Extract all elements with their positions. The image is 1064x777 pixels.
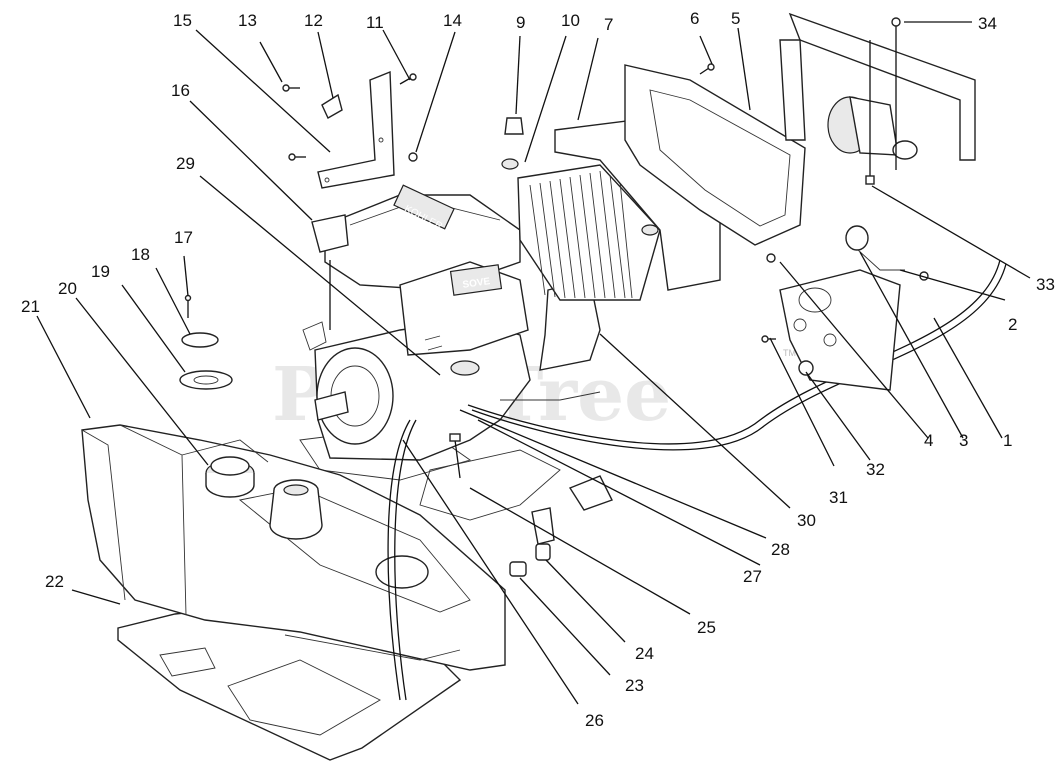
filler-neck bbox=[269, 479, 323, 540]
bracket-screw-13 bbox=[282, 84, 300, 92]
engine bbox=[302, 184, 531, 461]
callout-34: 34 bbox=[978, 14, 997, 33]
leader-lines bbox=[36, 21, 1031, 705]
callout-26: 26 bbox=[585, 711, 604, 730]
panel-screw bbox=[699, 63, 715, 75]
throttle-cable bbox=[467, 259, 1001, 445]
control-knob-32 bbox=[798, 360, 814, 376]
callout-28: 28 bbox=[771, 540, 790, 559]
callout-14: 14 bbox=[443, 11, 462, 30]
callout-18: 18 bbox=[131, 245, 150, 264]
callout-3: 3 bbox=[959, 431, 968, 450]
callout-19: 19 bbox=[91, 262, 110, 281]
callout-16: 16 bbox=[171, 81, 190, 100]
nut-4 bbox=[766, 253, 776, 263]
starter-bolt-34 bbox=[891, 17, 901, 170]
cooler-fitting bbox=[504, 117, 524, 135]
fuel-hose bbox=[387, 419, 411, 701]
callout-21: 21 bbox=[21, 297, 40, 316]
callout-labels: 1 2 3 4 5 6 7 9 10 11 12 13 14 15 16 17 … bbox=[21, 9, 1055, 730]
callout-29: 29 bbox=[176, 154, 195, 173]
hose-fitting-25 bbox=[531, 507, 555, 545]
bracket-clamp bbox=[321, 93, 343, 119]
filler-cap bbox=[205, 456, 255, 498]
callout-2: 2 bbox=[1008, 315, 1017, 334]
chassis-rail bbox=[779, 12, 976, 161]
fuel-hose-edge bbox=[394, 419, 417, 701]
callout-24: 24 bbox=[635, 644, 654, 663]
fuel-gauge-plate bbox=[181, 332, 219, 348]
bracket-screw-15 bbox=[288, 153, 306, 161]
starter-bolt-33 bbox=[865, 40, 875, 185]
callout-9: 9 bbox=[516, 13, 525, 32]
bracket-screw-11 bbox=[399, 73, 417, 85]
callout-7: 7 bbox=[604, 15, 613, 34]
fuel-gauge-screw bbox=[184, 294, 192, 318]
hose-fitting-23 bbox=[509, 561, 527, 577]
callout-6: 6 bbox=[690, 9, 699, 28]
oil-cooler bbox=[501, 158, 661, 301]
lift-bracket bbox=[311, 214, 349, 253]
hose-fitting-27 bbox=[568, 475, 613, 511]
callout-25: 25 bbox=[697, 618, 716, 637]
callout-11: 11 bbox=[366, 13, 384, 32]
callout-32: 32 bbox=[866, 460, 885, 479]
callout-1: 1 bbox=[1003, 431, 1012, 450]
starter-motor bbox=[827, 96, 918, 160]
throttle-cable-edge bbox=[471, 263, 1007, 451]
callout-20: 20 bbox=[58, 279, 77, 298]
bolt-28 bbox=[449, 433, 461, 479]
watermark-tm: TM bbox=[783, 348, 796, 358]
callout-23: 23 bbox=[625, 676, 644, 695]
panel-frame bbox=[624, 64, 806, 246]
control-plate bbox=[779, 269, 901, 391]
callout-27: 27 bbox=[743, 567, 762, 586]
bracket-nut-14 bbox=[408, 152, 418, 162]
callout-10: 10 bbox=[561, 11, 580, 30]
callout-17: 17 bbox=[174, 228, 193, 247]
fuel-tank bbox=[81, 424, 506, 671]
callout-15: 15 bbox=[173, 11, 192, 30]
callout-12: 12 bbox=[304, 11, 323, 30]
fuel-gauge-gasket bbox=[179, 370, 233, 390]
callout-33: 33 bbox=[1036, 275, 1055, 294]
hose-fitting-24 bbox=[535, 543, 551, 561]
callout-30: 30 bbox=[797, 511, 816, 530]
callout-4: 4 bbox=[924, 431, 933, 450]
engine-bracket bbox=[317, 70, 395, 189]
callout-5: 5 bbox=[731, 9, 740, 28]
callout-13: 13 bbox=[238, 11, 257, 30]
control-knob bbox=[845, 225, 905, 271]
callout-22: 22 bbox=[45, 572, 64, 591]
screw-31 bbox=[761, 335, 776, 343]
callout-31: 31 bbox=[829, 488, 848, 507]
engine-model-text: SOVE bbox=[462, 276, 491, 291]
